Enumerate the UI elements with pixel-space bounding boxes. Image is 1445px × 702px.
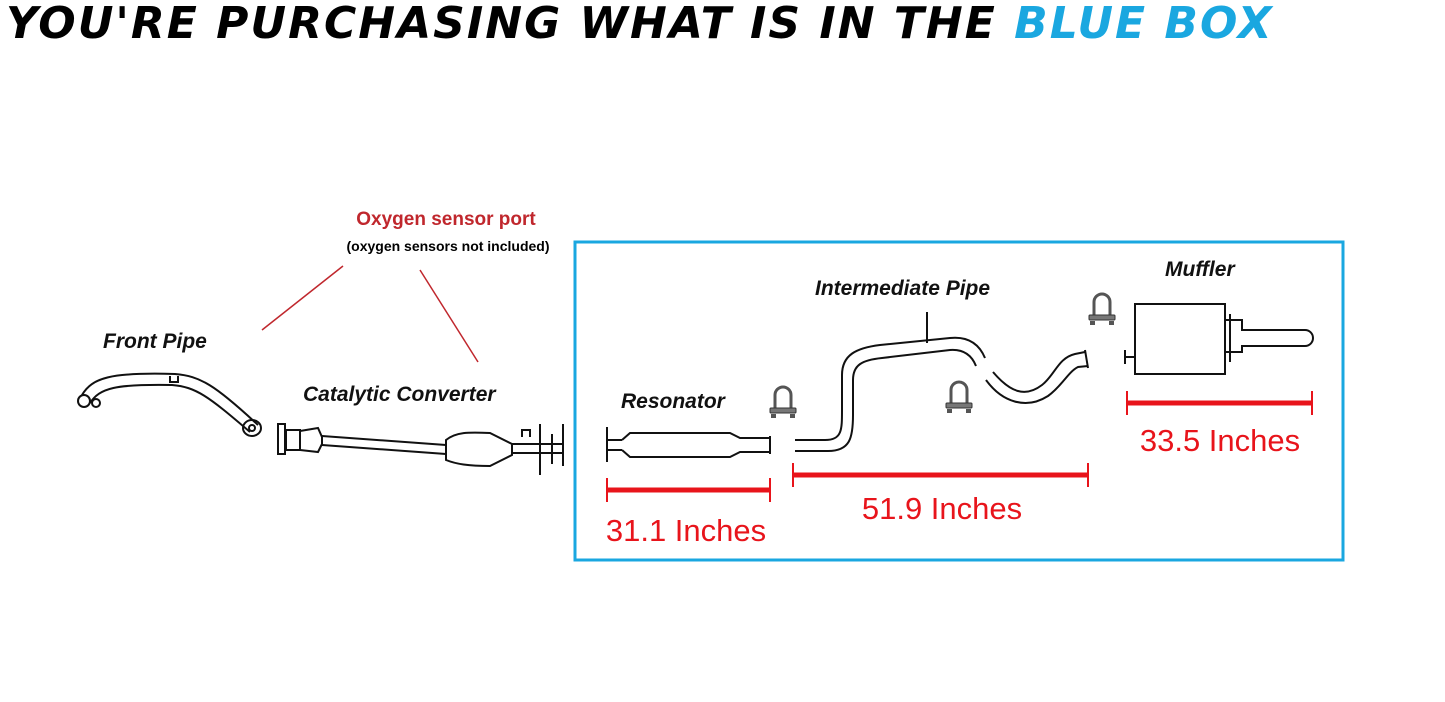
resonator-length-label: 31.1 Inches [606, 513, 766, 548]
u-bolt-clamp-icon [944, 380, 974, 415]
resonator-label: Resonator [621, 390, 727, 413]
resonator-measure-bar [606, 478, 771, 502]
intermediate-length-label: 51.9 Inches [862, 491, 1022, 526]
intermediate-pipe-drawing [795, 312, 1089, 452]
front-pipe-label: Front Pipe [103, 330, 207, 353]
resonator-drawing [606, 427, 771, 462]
intermediate-pipe-label: Intermediate Pipe [815, 277, 990, 300]
oxygen-pointer-line-left [261, 265, 344, 331]
muffler-measure-bar [1126, 391, 1313, 415]
muffler-label: Muffler [1165, 258, 1236, 281]
oxygen-pointer-line-right [419, 269, 479, 363]
muffler-length-label: 33.5 Inches [1140, 423, 1300, 458]
headline-main: YOU'RE PURCHASING WHAT IS IN THE [6, 0, 997, 49]
oxygen-sensor-note: (oxygen sensors not included) [346, 238, 549, 254]
headline: YOU'RE PURCHASING WHAT IS IN THE BLUE BO… [6, 0, 1441, 58]
oxygen-sensor-port-label: Oxygen sensor port [356, 209, 536, 230]
muffler-drawing [1124, 303, 1314, 375]
u-bolt-clamp-icon [1087, 292, 1117, 327]
headline-accent: BLUE BOX [1014, 0, 1274, 49]
intermediate-measure-bar [792, 463, 1089, 487]
catalytic-converter-drawing [277, 423, 564, 475]
u-bolt-clamp-icon [768, 385, 798, 420]
catalytic-converter-label: Catalytic Converter [303, 383, 497, 406]
front-pipe-drawing [77, 372, 262, 437]
blue-box-frame [573, 240, 1345, 562]
